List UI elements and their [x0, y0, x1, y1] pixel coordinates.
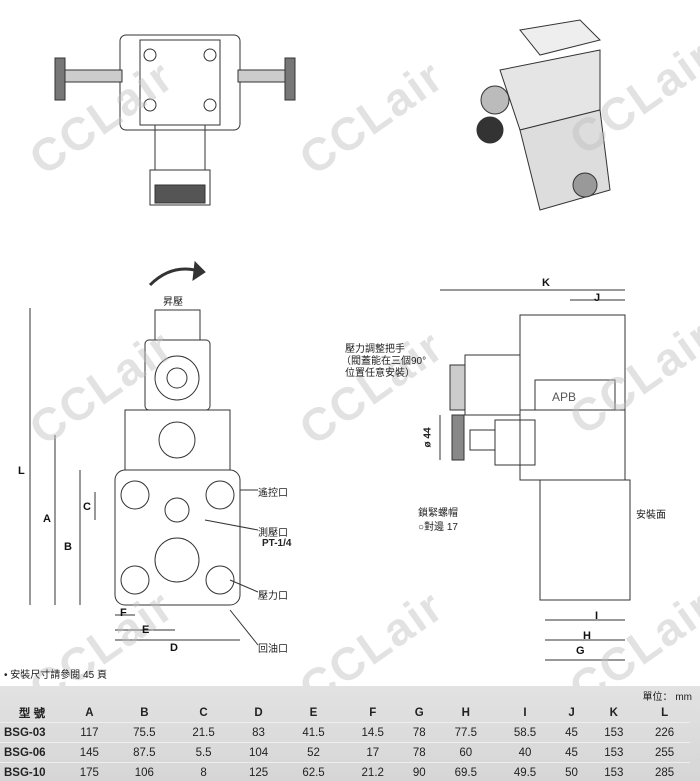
value-cell: 52 — [283, 742, 344, 763]
dimension-table-panel: 單位： mm 型 號 A B C D E F G H I J K L BSG-0… — [0, 686, 700, 781]
value-cell: 104 — [233, 742, 284, 763]
model-cell: BSG-10 — [0, 762, 64, 781]
brand-label: APB — [552, 390, 577, 404]
return-port-label: 回油口 — [258, 644, 288, 655]
table-header-row: 型 號 A B C D E F G H I J K L — [0, 703, 690, 723]
handle-label-3: 位置任意安裝） — [345, 368, 415, 379]
value-cell: 285 — [639, 762, 690, 781]
value-cell: 49.5 — [495, 762, 555, 781]
dim-E: E — [142, 624, 150, 636]
value-cell: 226 — [639, 722, 690, 743]
dim-B: B — [64, 541, 72, 553]
value-cell: 5.5 — [173, 742, 234, 763]
value-cell: 78 — [402, 722, 437, 743]
header-G: G — [402, 703, 437, 723]
value-cell: 69.5 — [436, 762, 496, 781]
value-cell: 87.5 — [114, 742, 174, 763]
value-cell: 21.2 — [343, 762, 403, 781]
header-L: L — [639, 703, 690, 723]
value-cell: 58.5 — [495, 722, 555, 743]
locknut-size-label: ○對邊 17 — [418, 522, 458, 533]
value-cell: 21.5 — [173, 722, 234, 743]
handle-label-2: （閥蓋能在三個90° — [341, 356, 427, 367]
technical-drawings — [29, 19, 631, 661]
value-cell: 78 — [402, 742, 437, 763]
gauge-port-label: 測壓口 — [258, 528, 288, 539]
header-B: B — [114, 703, 174, 723]
value-cell: 62.5 — [283, 762, 344, 781]
value-cell: 45 — [554, 742, 589, 763]
value-cell: 90 — [402, 762, 437, 781]
header-F: F — [343, 703, 403, 723]
header-A: A — [64, 703, 115, 723]
value-cell: 117 — [64, 722, 115, 743]
side-view-drawing — [439, 289, 631, 661]
header-H: H — [436, 703, 496, 723]
value-cell: 83 — [233, 722, 284, 743]
dim-D: D — [170, 642, 178, 654]
value-cell: 153 — [588, 722, 640, 743]
model-cell: BSG-03 — [0, 722, 64, 743]
header-I: I — [495, 703, 555, 723]
value-cell: 255 — [639, 742, 690, 763]
dim-F: F — [120, 607, 127, 619]
value-cell: 50 — [554, 762, 589, 781]
dim-I: I — [595, 610, 599, 622]
remote-port-label: 遙控口 — [258, 488, 288, 499]
dim-K: K — [542, 277, 550, 289]
value-cell: 125 — [233, 762, 284, 781]
value-cell: 14.5 — [343, 722, 403, 743]
value-cell: 41.5 — [283, 722, 344, 743]
dim-G: G — [576, 645, 585, 657]
header-C: C — [173, 703, 234, 723]
value-cell: 45 — [554, 722, 589, 743]
value-cell: 17 — [343, 742, 403, 763]
value-cell: 77.5 — [436, 722, 496, 743]
value-cell: 75.5 — [114, 722, 174, 743]
diameter-label: ø 44 — [422, 427, 434, 448]
header-J: J — [554, 703, 589, 723]
value-cell: 175 — [64, 762, 115, 781]
top-view-drawing — [54, 34, 296, 206]
value-cell: 40 — [495, 742, 555, 763]
gauge-thread-label: PT-1/4 — [262, 538, 292, 549]
mounting-note: • 安裝尺寸請參閱 45 頁 — [4, 670, 107, 681]
header-E: E — [283, 703, 344, 723]
dim-L: L — [18, 465, 25, 477]
value-cell: 106 — [114, 762, 174, 781]
value-cell: 153 — [588, 762, 640, 781]
pressure-port-label: 壓力口 — [258, 591, 288, 602]
value-cell: 60 — [436, 742, 496, 763]
header-K: K — [588, 703, 640, 723]
dim-H: H — [583, 630, 591, 642]
dim-A: A — [43, 513, 51, 525]
front-view-drawing — [29, 260, 259, 646]
mount-face-label: 安裝面 — [636, 510, 666, 521]
locknut-label: 鎖緊螺帽 — [418, 508, 458, 519]
model-cell: BSG-06 — [0, 742, 64, 763]
unit-label: 單位： mm — [642, 692, 692, 703]
perspective-view-drawing — [476, 19, 611, 211]
header-D: D — [233, 703, 284, 723]
dim-C: C — [83, 501, 91, 513]
value-cell: 145 — [64, 742, 115, 763]
dim-J: J — [594, 292, 601, 304]
value-cell: 8 — [173, 762, 234, 781]
value-cell: 153 — [588, 742, 640, 763]
boost-label: 昇壓 — [163, 297, 183, 308]
handle-label: 壓力調整把手 — [345, 344, 405, 355]
header-model: 型 號 — [0, 703, 64, 723]
